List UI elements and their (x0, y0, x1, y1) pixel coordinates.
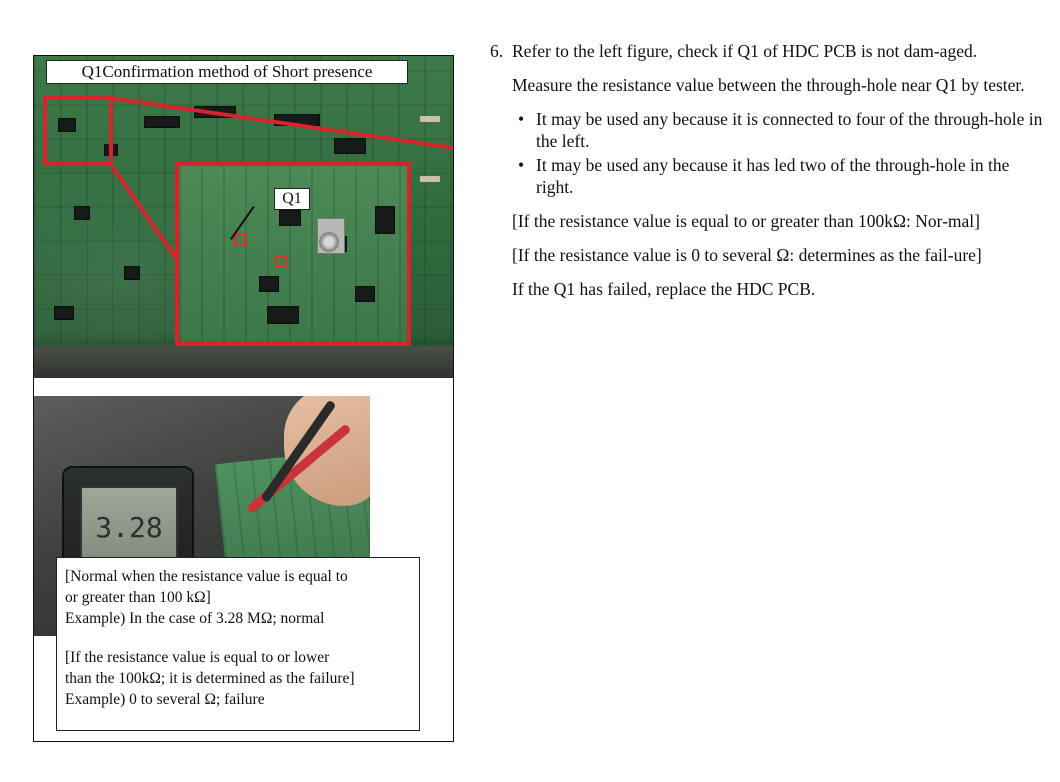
pcb-photo: Q1 Q1Confirmation method of Short presen… (34, 56, 453, 378)
pcb-chip (124, 266, 140, 280)
measure-text: Measure the resistance value between the… (512, 75, 1025, 95)
pcb-chip (375, 206, 395, 234)
normal-condition: [If the resistance value is equal to or … (512, 211, 980, 231)
pcb-chip (267, 306, 299, 324)
pcb-chip (334, 138, 366, 154)
figure-title: Q1Confirmation method of Short presence (46, 60, 408, 84)
step-heading: 6. Refer to the left figure, check if Q1… (490, 40, 1050, 62)
pcb-chip (355, 286, 375, 302)
note-line: or greater than 100 kΩ] (65, 589, 211, 606)
instruction-column: 6. Refer to the left figure, check if Q1… (490, 40, 1050, 312)
pcb-chip (58, 118, 76, 132)
pcb-chip (144, 116, 180, 128)
step-text: Refer to the left figure, check if Q1 of… (512, 41, 978, 61)
highlight-region-box (43, 96, 113, 166)
list-item: • It may be used any because it is conne… (518, 108, 1050, 152)
failure-condition: [If the resistance value is 0 to several… (512, 245, 982, 265)
resistance-note-box: [Normal when the resistance value is equ… (56, 557, 420, 731)
bullet-icon: • (518, 109, 525, 129)
spacer (65, 629, 411, 647)
screw-icon (319, 232, 339, 252)
note-line: [If the resistance value is equal to or … (65, 649, 330, 666)
pcb-chip (259, 276, 279, 292)
note-line: Example) 0 to several Ω; failure (65, 691, 265, 708)
pcb-pad (420, 176, 440, 182)
bullet-icon: • (518, 155, 525, 175)
pcb-chip (74, 206, 90, 220)
note-line: Example) In the case of 3.28 MΩ; normal (65, 610, 325, 627)
list-item: • It may be used any because it has led … (518, 154, 1050, 198)
step-number: 6. (490, 41, 504, 61)
pcb-pad (420, 116, 440, 122)
pcb-chip (54, 306, 74, 320)
figure-panel: Q1 Q1Confirmation method of Short presen… (33, 55, 454, 742)
q1-through-hole-marker-right (275, 256, 287, 268)
q1-through-hole-marker-left (234, 234, 246, 246)
note-line: [Normal when the resistance value is equ… (65, 568, 348, 585)
zoom-inset: Q1 (175, 162, 411, 346)
note-line: than the 100kΩ; it is determined as the … (65, 670, 355, 687)
replace-instruction: If the Q1 has failed, replace the HDC PC… (512, 279, 816, 299)
pcb-chip (279, 210, 301, 226)
pcb-edge (34, 346, 453, 378)
bullet-text: It may be used any because it is connect… (536, 109, 1043, 151)
q1-label: Q1 (274, 188, 310, 210)
bullet-list: • It may be used any because it is conne… (490, 108, 1050, 198)
bullet-text: It may be used any because it has led tw… (536, 155, 1010, 197)
